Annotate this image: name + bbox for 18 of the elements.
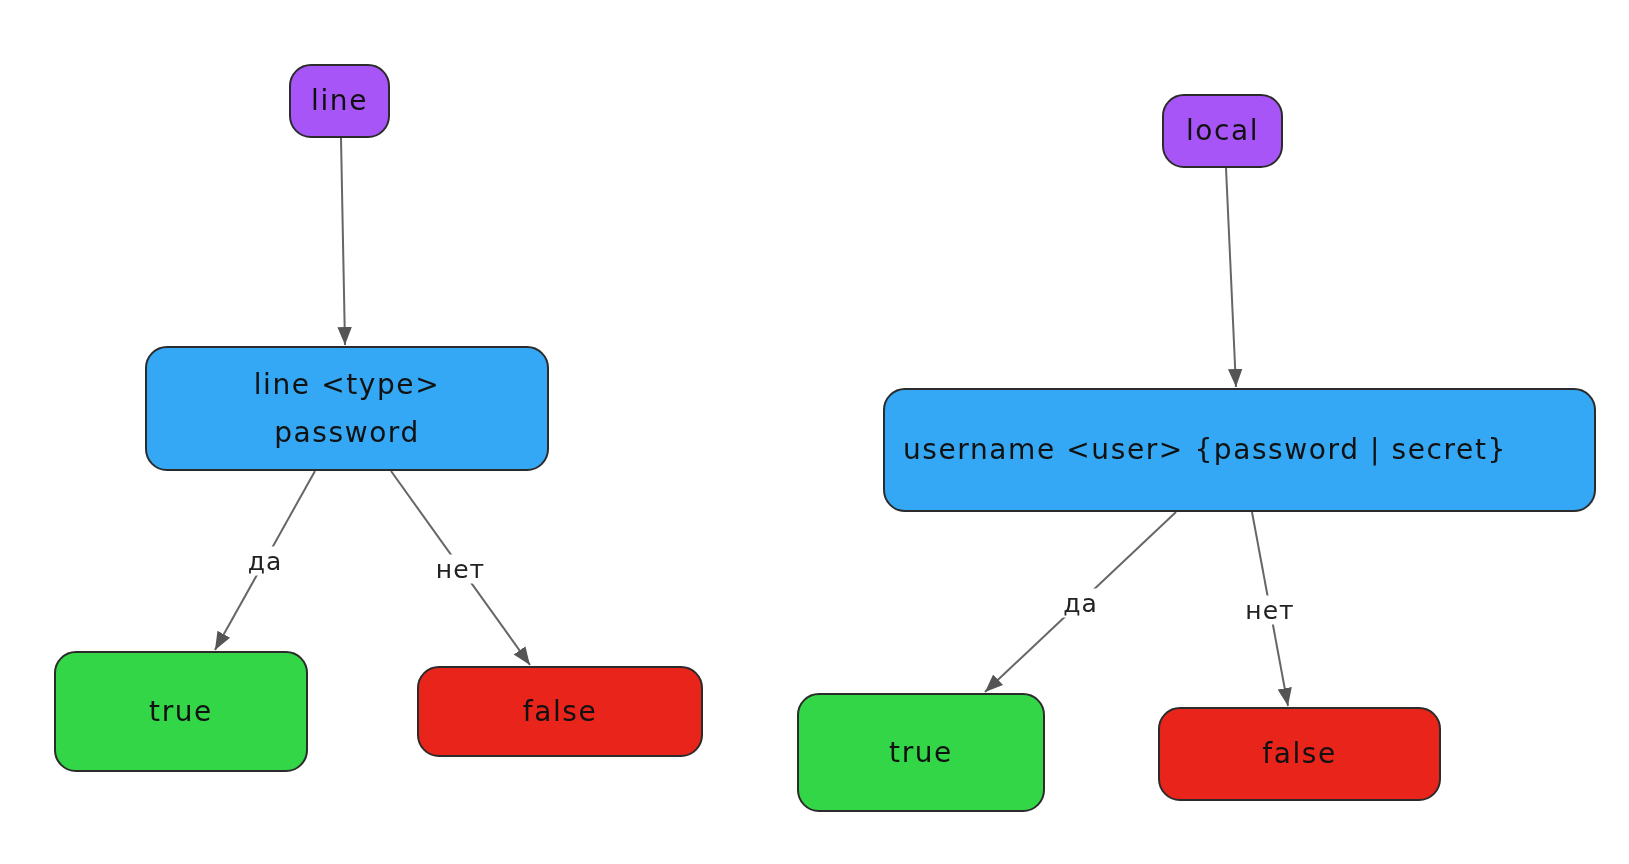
process-box bbox=[1162, 94, 1283, 168]
node-label: true bbox=[149, 693, 213, 730]
node-label: true bbox=[889, 734, 953, 771]
process-box bbox=[883, 388, 1596, 512]
process-box bbox=[797, 693, 1045, 812]
process-box bbox=[54, 651, 308, 772]
node-label: line bbox=[311, 83, 368, 120]
process-box bbox=[417, 666, 703, 757]
node-label: false bbox=[522, 693, 598, 730]
arrow bbox=[1225, 167, 1243, 388]
arrow bbox=[337, 137, 352, 346]
node-label: line <type> password bbox=[252, 366, 442, 451]
process-box bbox=[1158, 707, 1441, 801]
process-box bbox=[145, 346, 549, 471]
process-box bbox=[289, 64, 390, 138]
node-label: false bbox=[1262, 736, 1337, 773]
node-label: local bbox=[1185, 113, 1260, 150]
node-label: username <user> {password | secret} bbox=[903, 432, 1507, 469]
